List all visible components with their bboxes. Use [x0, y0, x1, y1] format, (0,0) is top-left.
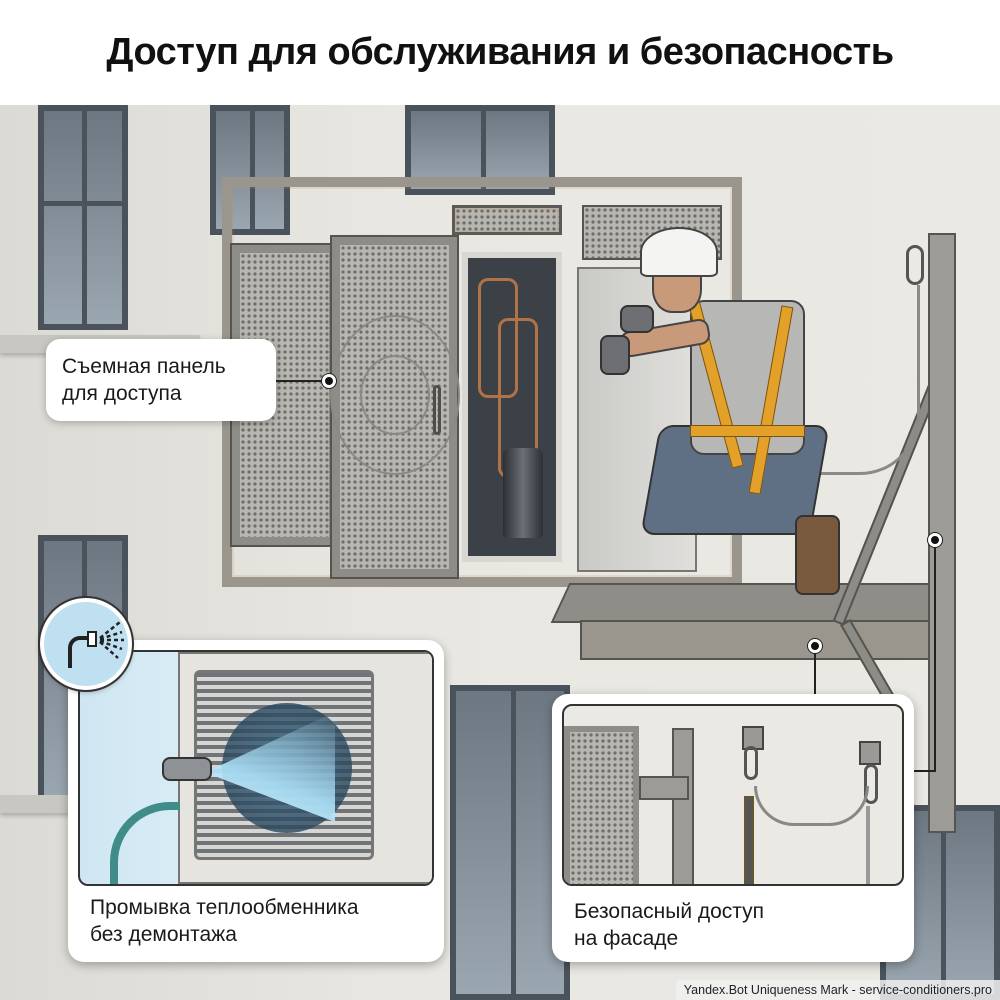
safety-helmet-icon: [640, 227, 718, 277]
removable-mesh-panel[interactable]: [330, 235, 460, 579]
spray-glyph-icon: [68, 621, 124, 668]
callout-leader-line: [814, 653, 816, 695]
card-caption: Безопасный доступ на фасаде: [574, 900, 765, 950]
fan-grille: [330, 315, 460, 475]
card-safe-facade-access: Безопасный доступ на фасаде: [552, 694, 914, 962]
header: Доступ для обслуживания и безопасность: [0, 0, 1000, 105]
lanyard-strap: [744, 796, 754, 884]
carabiner-icon: [864, 764, 878, 804]
card-caption: Промывка теплообменника без демонтажа: [90, 896, 359, 946]
callout-anchor-dot: [928, 533, 942, 547]
anchor-plate-icon: [859, 741, 881, 765]
enclosure-corner: [564, 726, 639, 884]
callout-label: Съемная панель для доступа: [62, 355, 226, 405]
card-heat-exchanger-washing: Промывка теплообменника без демонтажа: [68, 640, 444, 962]
platform-edge: [580, 620, 940, 660]
technician-with-harness: [580, 215, 840, 615]
card-illustration: [562, 704, 904, 886]
harness-belt: [690, 425, 805, 437]
water-spray-icon: [40, 598, 132, 690]
technician-boot: [795, 515, 840, 595]
page-title: Доступ для обслуживания и безопасность: [106, 31, 894, 73]
watermark: Yandex.Bot Uniqueness Mark - service-con…: [675, 980, 1000, 1000]
safety-cable: [866, 806, 870, 884]
cage-top-mesh: [452, 205, 562, 235]
compressor: [503, 448, 543, 538]
garden-hose: [110, 802, 180, 884]
safety-lanyard: [800, 285, 920, 475]
technician-glove: [620, 305, 654, 333]
door-handle-icon[interactable]: [433, 385, 441, 435]
carabiner-icon: [744, 746, 758, 780]
callout-leader-line: [934, 547, 936, 772]
building-window: [38, 105, 128, 330]
callout-anchor-dot: [322, 374, 336, 388]
card-illustration: [78, 650, 434, 886]
safety-cable: [754, 786, 869, 826]
ac-enclosure-cage: [222, 177, 742, 587]
fan-grille: [360, 355, 430, 435]
callout-leader-line: [276, 380, 326, 382]
wall-rail: [672, 728, 694, 884]
callout-anchor-dot: [808, 639, 822, 653]
callout-removable-panel: Съемная панель для доступа: [46, 339, 276, 421]
carabiner-icon: [906, 245, 924, 285]
rail-bracket: [639, 776, 689, 800]
spray-nozzle-icon: [162, 757, 212, 781]
callout-leader-line: [912, 770, 936, 772]
technician-glove: [600, 335, 630, 375]
ac-unit-interior: [462, 252, 562, 562]
